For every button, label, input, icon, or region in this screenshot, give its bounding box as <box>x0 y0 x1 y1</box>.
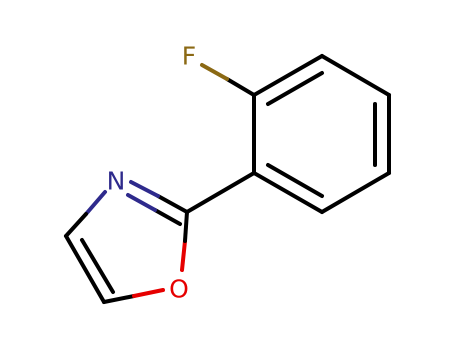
bond-c4-c5-inner <box>80 238 115 294</box>
bond-c2-n3-second-carbon-half <box>153 208 182 226</box>
bond-c5-o1-carbon-half <box>102 294 136 304</box>
bond-c5-c6 <box>252 171 324 214</box>
atom-label-oxygen: O <box>169 275 189 304</box>
bond-c2-n3-second-nitrogen-half <box>126 193 157 212</box>
bond-c5-o1-oxygen-half <box>132 288 165 298</box>
bond-n3-c4-nitrogen-half <box>84 190 107 216</box>
bond-c2-c3 <box>320 54 391 97</box>
bond-c2-n3-nitrogen-half <box>129 180 160 198</box>
atom-label-nitrogen: N <box>107 167 126 196</box>
bond-o1-c2-carbon-half <box>183 210 189 243</box>
bond-phenyl-oxazole <box>185 171 256 214</box>
bond-c1-f-fluorine-half <box>200 63 229 81</box>
atom-label-fluorine: F <box>182 42 196 71</box>
benzene-inner-bond-3 <box>266 163 324 198</box>
bond-c4-c5 <box>64 234 106 304</box>
bond-c4-c5 <box>320 171 391 214</box>
bond-c2-n3-carbon-half <box>156 194 189 214</box>
bond-n3-c4-carbon-half <box>64 212 88 238</box>
bond-o1-c2-oxygen-half <box>180 239 187 272</box>
bond-c1-c2 <box>252 54 324 97</box>
benzene-inner-bond-1 <box>266 71 324 106</box>
bond-c1-f-carbon-half <box>225 77 256 97</box>
